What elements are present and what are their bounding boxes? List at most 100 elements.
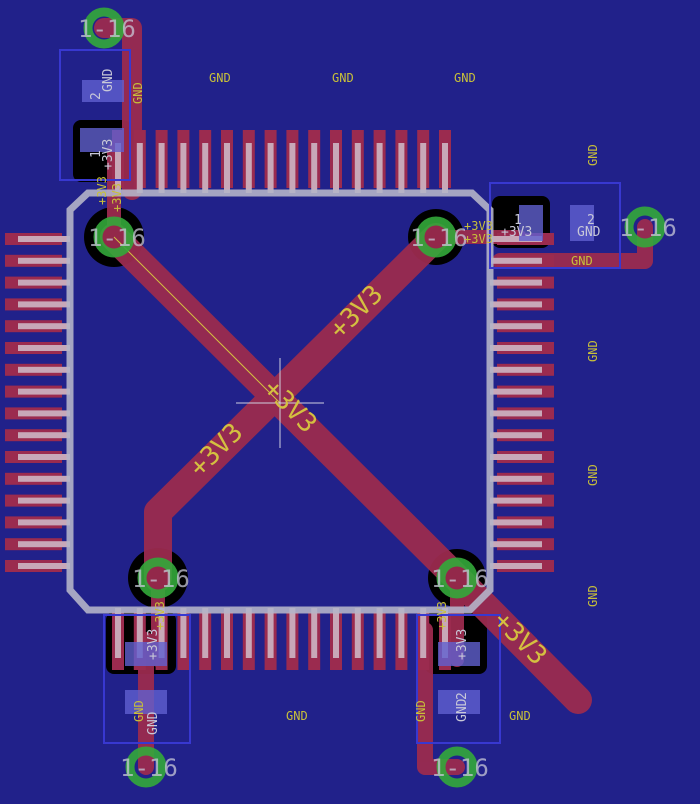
- pad-top-lead: [420, 143, 427, 193]
- pad-left-lead: [18, 432, 70, 439]
- gnd-label: GND: [132, 700, 146, 722]
- pad-top-lead: [311, 143, 318, 193]
- via-label: 1-16: [78, 15, 136, 43]
- via-ring: [624, 206, 666, 248]
- pad-top-lead: [354, 143, 361, 193]
- pad-bottom-lead: [202, 608, 209, 658]
- pad-top-lead: [333, 143, 339, 193]
- gnd-label: GND: [586, 464, 600, 486]
- pad-bottom-lead: [311, 608, 318, 658]
- capacitors: 2 1 GND +3V3 1 +3V3 2 GND +3V3 GND +3V3 …: [59, 49, 621, 744]
- capacitor-bottom-left: +3V3 GND: [103, 614, 191, 744]
- pad-right-lead: [490, 388, 542, 395]
- trace-3v3-diagonal-b: [144, 223, 450, 592]
- pad-left-lead: [18, 323, 70, 330]
- pad-right-lead: [490, 345, 542, 351]
- pad-left-lead: [18, 301, 70, 308]
- gnd-label: GND: [586, 585, 600, 607]
- v33-label: +3V3: [110, 183, 124, 212]
- pad-left-lead: [18, 279, 70, 286]
- pad-left-lead: [18, 257, 70, 264]
- pad-left-lead: [18, 366, 70, 373]
- pad-right-lead: [490, 454, 542, 460]
- via[interactable]: 1-16: [120, 746, 178, 788]
- via[interactable]: 1-16: [431, 746, 489, 788]
- gnd-label: GND: [586, 144, 600, 166]
- via[interactable]: 1-16: [619, 206, 677, 248]
- pad-bottom-lead: [267, 608, 274, 658]
- pad-top-lead: [136, 143, 143, 193]
- svg-text:+3V3: +3V3: [101, 139, 116, 170]
- pad-bottom-lead: [398, 608, 405, 658]
- capacitor-right: 1 +3V3 2 GND: [489, 182, 621, 269]
- pad-bottom-lead: [376, 608, 383, 658]
- pad-top-lead: [267, 143, 274, 193]
- ic-pads: [5, 130, 554, 670]
- svg-text:1: 1: [89, 150, 104, 158]
- gnd-label: GND: [332, 71, 354, 85]
- gnd-label: GND: [286, 709, 308, 723]
- center-cross: [236, 358, 324, 448]
- gnd-label: GND: [571, 254, 593, 268]
- pad-left-lead: [18, 236, 70, 242]
- v33-label: +3V3: [435, 601, 449, 630]
- gnd-label: GND: [131, 82, 145, 104]
- pad-right-lead: [490, 301, 542, 308]
- svg-text:+3V3: +3V3: [501, 225, 532, 240]
- airwire: [113, 236, 281, 404]
- pad-bottom-lead: [442, 608, 448, 658]
- pad-top-lead: [442, 143, 448, 193]
- via-ring: [83, 7, 125, 49]
- pad-left-lead: [18, 345, 70, 351]
- ic-outline: [66, 189, 494, 614]
- pad-bottom-lead: [289, 608, 296, 658]
- gnd-label: GND: [586, 340, 600, 362]
- pad-top-lead: [398, 143, 405, 193]
- via[interactable]: 1-16: [431, 557, 489, 599]
- pad-left-lead: [18, 541, 70, 548]
- pad-right-lead: [490, 432, 542, 439]
- pad-top-lead: [202, 143, 209, 193]
- via-label: 1-16: [431, 754, 489, 782]
- pad-left-lead: [18, 388, 70, 395]
- via-label: 1-16: [431, 565, 489, 593]
- pad-bottom-lead: [115, 608, 121, 658]
- capacitor-bottom-right: +3V3 GND 2: [416, 614, 501, 744]
- capacitor-top-left: 2 1 GND +3V3: [59, 49, 131, 181]
- svg-text:GND: GND: [455, 698, 470, 722]
- pad-top-lead: [289, 143, 296, 193]
- svg-text:2: 2: [89, 92, 104, 100]
- pad-bottom-lead: [420, 608, 427, 658]
- via-ring: [137, 557, 179, 599]
- svg-text:2: 2: [587, 213, 595, 228]
- gnd-label: GND: [509, 709, 531, 723]
- gnd-label: GND: [209, 71, 231, 85]
- via[interactable]: 1-16: [78, 7, 136, 49]
- via-label: 1-16: [132, 565, 190, 593]
- pad-right-lead: [490, 257, 542, 264]
- pad-right-lead: [490, 323, 542, 330]
- pad-top-lead: [245, 143, 252, 193]
- pad-left-lead: [18, 497, 70, 504]
- pad-right-lead: [490, 279, 542, 286]
- gnd-label: GND: [454, 71, 476, 85]
- v33-label: +3V3: [95, 176, 109, 205]
- svg-text:GND: GND: [146, 711, 161, 735]
- via[interactable]: 1-16: [410, 216, 468, 258]
- via-label: 1-16: [410, 224, 468, 252]
- svg-text:+3V3: +3V3: [455, 629, 470, 660]
- pad-left-lead: [18, 519, 70, 526]
- pad-right-lead: [490, 410, 542, 417]
- trace-gnd-br: [417, 622, 465, 775]
- via[interactable]: 1-16: [88, 216, 146, 258]
- svg-text:1: 1: [514, 213, 522, 228]
- svg-text:GND: GND: [101, 68, 116, 92]
- via-label: 1-16: [619, 214, 677, 242]
- pad-bottom-lead: [180, 608, 187, 658]
- via[interactable]: 1-16: [132, 557, 190, 599]
- pad-top-lead: [158, 143, 165, 193]
- pad-top-lead: [180, 143, 187, 193]
- v33-label: +3V3: [153, 601, 167, 630]
- pad-bottom-lead: [333, 608, 339, 658]
